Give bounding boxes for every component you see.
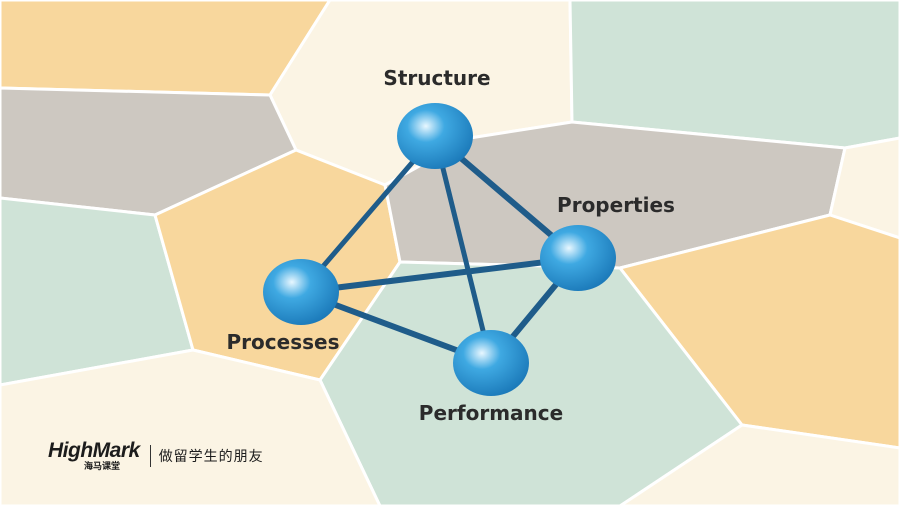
bg-cell (0, 348, 382, 506)
label-performance: Performance (419, 401, 563, 425)
node-structure (397, 103, 473, 169)
label-properties: Properties (557, 193, 675, 217)
bg-cell (828, 136, 900, 240)
node-properties (540, 225, 616, 291)
logo-divider (149, 445, 151, 467)
logo-mark: HighMark 海马课堂 (48, 440, 140, 472)
edge-structure-performance (432, 133, 494, 366)
node-processes (263, 259, 339, 325)
logo-slogan: 做留学生的朋友 (158, 448, 264, 464)
diagram-nodes (263, 103, 616, 396)
label-structure: Structure (383, 66, 490, 90)
diagram-labels: Structure Properties Processes Performan… (227, 66, 675, 425)
logo-brand-text: HighMark (48, 439, 140, 462)
edge-processes-properties (298, 255, 581, 295)
node-performance (453, 330, 529, 396)
brand-logo: HighMark 海马课堂 做留学生的朋友 (48, 440, 264, 472)
logo-sub-text: 海马课堂 (84, 461, 121, 471)
bg-cell (618, 423, 900, 506)
label-processes: Processes (227, 330, 340, 354)
